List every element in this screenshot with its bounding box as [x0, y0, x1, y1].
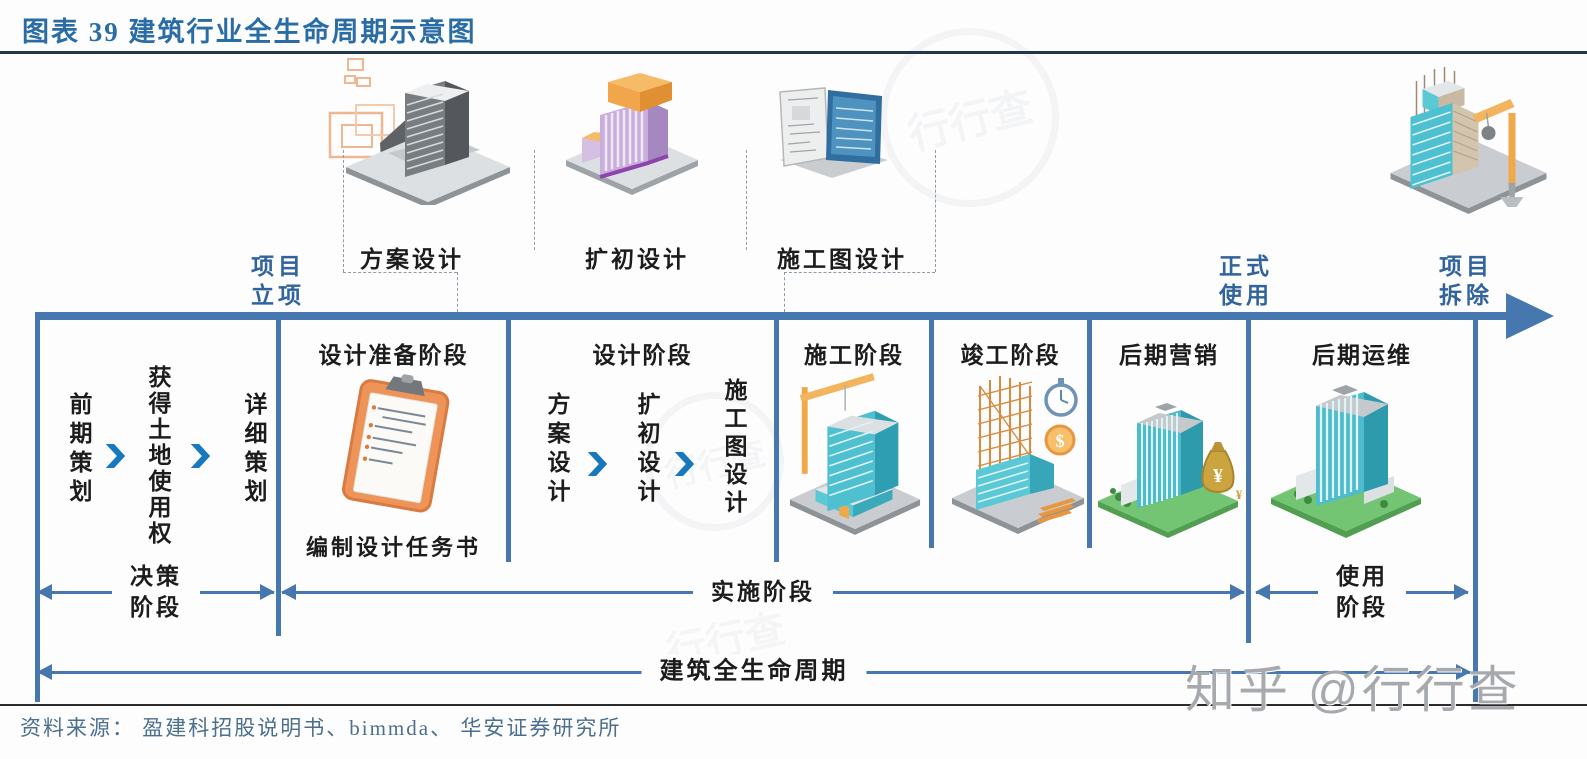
phase-operation: 后期运维: [1312, 343, 1412, 368]
crane-icon: [1472, 99, 1524, 207]
source-note: 资料来源： 盈建科招股说明书、bimmda、 华安证券研究所: [20, 716, 622, 740]
hhc-watermark-text: 行行查: [903, 84, 1038, 160]
building-illustration-marketing: ¥ ¥: [1098, 403, 1243, 538]
annotation-construction-drawing: 施工图设计: [777, 247, 907, 272]
section-divider: [506, 312, 511, 562]
building-illustration-construction: [789, 373, 921, 535]
sketch-outline-icon: [328, 58, 395, 159]
timeline-right-border: [1473, 312, 1478, 702]
wrecking-ball-icon: [1481, 126, 1496, 140]
section-divider: [929, 312, 934, 548]
lifecycle-label: 建筑全生命周期: [641, 654, 867, 690]
stopwatch-icon: [1044, 378, 1078, 417]
chevron-right-icon: [105, 444, 126, 468]
design-step-preliminary: 扩初设计: [634, 392, 659, 508]
use-stage-label: 使用 阶段: [1318, 559, 1406, 625]
figure-bottom-rule: [0, 704, 1587, 706]
title-divider: [0, 51, 1587, 54]
arrowhead-left-icon: [37, 664, 52, 680]
timeline-arrowhead: [1506, 293, 1554, 339]
chevron-right-icon: [190, 444, 211, 468]
dashed-connector: [457, 272, 458, 312]
lumber-planks: [1036, 498, 1076, 523]
section-divider: [276, 312, 281, 636]
arrowhead-left-icon: [281, 584, 296, 600]
timeline-left-border: [35, 312, 40, 702]
decision-step-land-rights: 获得土地使用权: [145, 365, 170, 547]
building-illustration-schematic-design: [328, 58, 510, 205]
section-divider: [1246, 312, 1251, 643]
dashed-separator: [746, 150, 747, 250]
section-divider: [774, 312, 779, 562]
building-illustration-preliminary-design: [566, 73, 698, 195]
arrowhead-left-icon: [37, 584, 52, 600]
figure-title: 图表 39 建筑行业全生命周期示意图: [22, 17, 477, 47]
phase-completion: 竣工阶段: [960, 343, 1061, 368]
blueprint-illustration-construction-drawing: [779, 87, 888, 178]
yuan-glyph: ¥: [1236, 487, 1243, 502]
chevron-right-icon: [587, 452, 608, 476]
milestone-project-demolition: 项目 拆除: [1439, 254, 1493, 308]
dashed-separator: [534, 150, 535, 250]
design-prep-note: 编制设计任务书: [305, 535, 481, 560]
phase-design: 设计阶段: [592, 343, 693, 368]
phase-design-prep: 设计准备阶段: [318, 343, 469, 368]
phase-marketing: 后期营销: [1119, 343, 1219, 368]
dashed-separator: [343, 150, 344, 272]
implementation-stage-label: 实施阶段: [693, 574, 833, 610]
building-illustration-completion: $: [952, 376, 1084, 534]
phase-construction: 施工阶段: [804, 343, 904, 368]
chevron-right-icon: [674, 452, 695, 476]
dollar-glyph: $: [1056, 431, 1065, 451]
design-step-schematic: 方案设计: [544, 392, 569, 508]
building-illustration-demolition: [1390, 67, 1547, 214]
arrowhead-right-icon: [1230, 584, 1245, 600]
timeline-bar: [35, 312, 1508, 320]
decision-step-detailed-planning: 详细策划: [241, 392, 266, 508]
annotation-preliminary-design: 扩初设计: [585, 247, 689, 272]
design-step-construction-drawing: 施工图设计: [721, 378, 746, 518]
zhihu-watermark: 知乎 @行行查: [1185, 662, 1521, 718]
section-divider: [1087, 312, 1092, 548]
dashed-connector: [784, 272, 785, 312]
decision-step-early-planning: 前期策划: [66, 392, 91, 508]
crane-icon: [799, 373, 875, 474]
dashed-separator: [935, 150, 936, 272]
milestone-project-initiation: 项目 立项: [251, 254, 305, 308]
arrowhead-right-icon: [260, 584, 275, 600]
dashed-connector: [343, 272, 457, 273]
dashed-connector: [784, 272, 935, 273]
annotation-schematic-design: 方案设计: [360, 247, 464, 272]
dollar-coin-icon: $: [1044, 424, 1076, 456]
building-illustration-operation: [1271, 385, 1421, 538]
clipboard-icon: [342, 374, 450, 513]
arrowhead-left-icon: [1255, 584, 1270, 600]
decision-stage-label: 决策 阶段: [112, 559, 200, 625]
money-bag-icon: ¥ ¥: [1201, 442, 1243, 502]
arrowhead-right-icon: [1456, 664, 1471, 680]
yuan-glyph: ¥: [1213, 465, 1223, 487]
milestone-official-use: 正式 使用: [1219, 254, 1273, 308]
arrowhead-right-icon: [1454, 584, 1469, 600]
